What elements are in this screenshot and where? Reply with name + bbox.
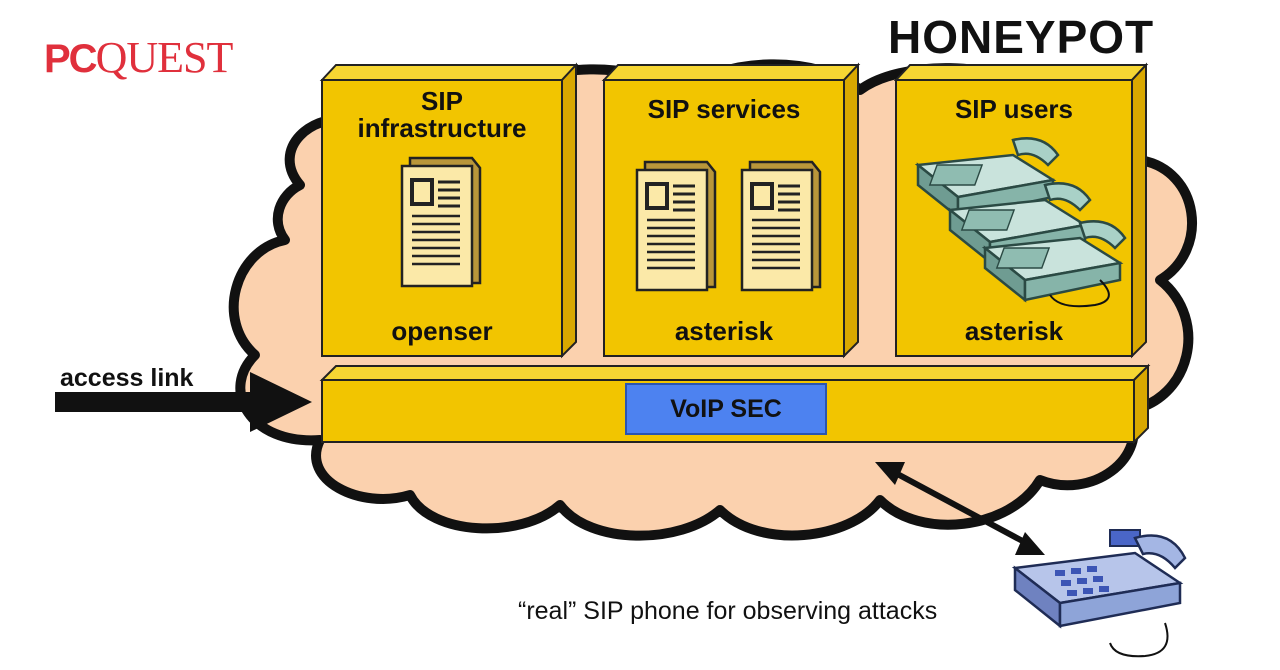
logo-quest: QUEST: [95, 33, 234, 82]
access-link-label: access link: [60, 364, 194, 392]
box3-title: SIP users: [954, 94, 1074, 124]
logo-pc: PC: [44, 37, 98, 81]
observe-arrow: [875, 462, 1045, 555]
server-icon: [635, 160, 717, 292]
telephone-icon: [916, 137, 1127, 308]
real-sip-phone-icon: [1013, 528, 1187, 658]
box-sip-infrastructure: [319, 62, 579, 359]
box3-footer: asterisk: [964, 316, 1064, 346]
real-phone-label: “real” SIP phone for observing attacks: [518, 597, 938, 625]
diagram-title: HONEYPOT: [888, 11, 1155, 63]
access-link-arrow: [55, 372, 312, 432]
pcquest-logo: PCQUEST: [44, 33, 234, 82]
box1-title: SIP infrastructure: [322, 88, 562, 142]
server-icon: [400, 156, 482, 288]
box2-title: SIP services: [647, 94, 801, 124]
box1-title-line1: SIP: [421, 86, 463, 116]
box2-footer: asterisk: [674, 316, 774, 346]
server-icon: [740, 160, 822, 292]
box1-title-line2: infrastructure: [357, 113, 527, 143]
box-sip-users: [893, 62, 1149, 359]
voip-sec-box: VoIP SEC: [625, 383, 827, 435]
box1-footer: openser: [391, 316, 493, 346]
